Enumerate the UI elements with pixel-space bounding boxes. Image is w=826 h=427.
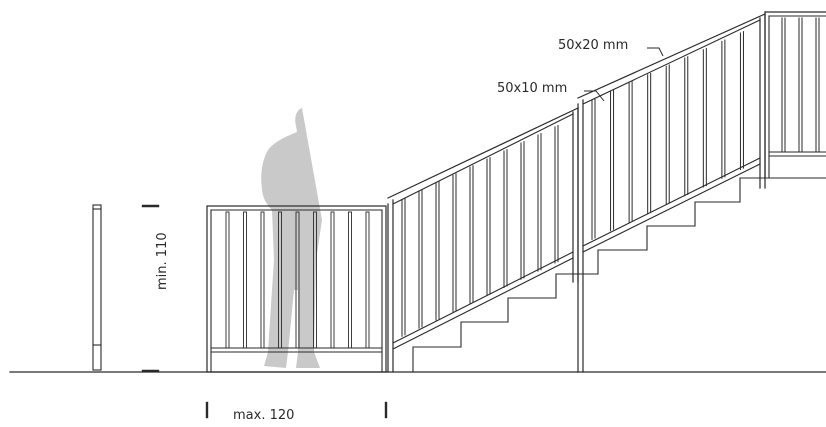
leader-lines (584, 47, 664, 102)
landing-railing-panel (764, 11, 826, 179)
person-silhouette (261, 108, 322, 368)
stair-steps (412, 177, 826, 372)
min-height-label: min. 110 (155, 232, 170, 290)
flat-baluster (348, 211, 352, 349)
infill-size-label: 50x10 mm (497, 81, 568, 96)
flat-baluster (330, 211, 335, 349)
flat-baluster (225, 211, 230, 349)
stair-railing-panel-lower (387, 107, 579, 373)
flat-baluster (278, 211, 282, 349)
flat-baluster (243, 211, 247, 349)
stair-railing-panel-upper (577, 13, 766, 373)
dimension-marks (141, 204, 388, 419)
flat-baluster (295, 211, 300, 349)
flat-baluster (260, 211, 265, 349)
flat-baluster (365, 211, 370, 349)
top-rail-size-label: 50x20 mm (558, 38, 629, 53)
flat-baluster (313, 211, 317, 349)
max-width-label: max. 120 (233, 408, 295, 423)
single-post (92, 204, 102, 371)
flat-railing-panel (206, 205, 387, 373)
